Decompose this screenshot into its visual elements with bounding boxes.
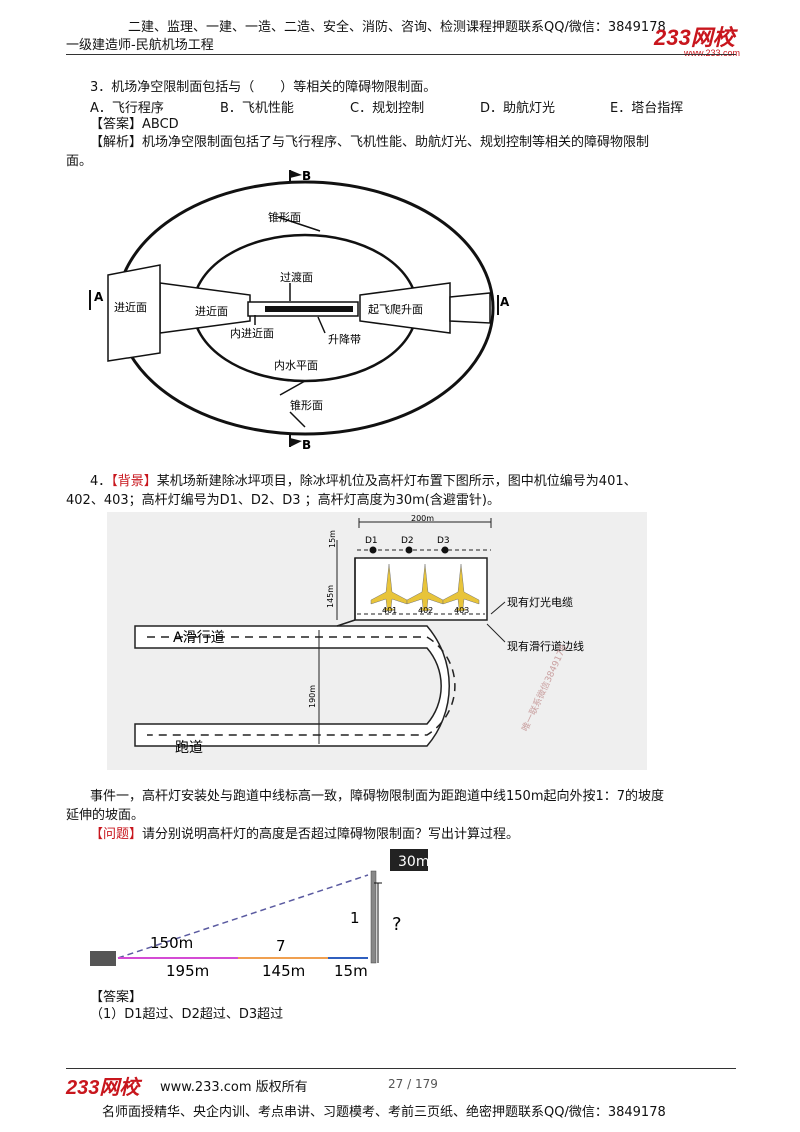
deicing-apron-diagram: 200m 15m 145m 190m D1 D2 D3 401 402 403 … bbox=[107, 512, 647, 770]
label-d1: D1 bbox=[365, 536, 378, 546]
label-inner-horizontal: 内水平面 bbox=[274, 358, 318, 372]
event-line1: 事件一，高杆灯安装处与跑道中线标高一致，障碍物限制面为距跑道中线150m起向外按… bbox=[90, 789, 665, 804]
label-b-top: B bbox=[302, 169, 311, 183]
label-approach-outer: 进近面 bbox=[114, 301, 147, 314]
label-145m: 145m bbox=[326, 585, 335, 608]
label-approach-inner: 进近面 bbox=[195, 305, 228, 318]
label-1: 1 bbox=[350, 909, 360, 927]
header-title: 二建、监理、一建、一造、二造、安全、消防、咨询、检测课程押题联系QQ/微信：38… bbox=[128, 20, 666, 35]
label-b-bottom: B bbox=[302, 438, 311, 452]
label-runway: 跑道 bbox=[175, 740, 203, 756]
label-403: 403 bbox=[454, 606, 469, 615]
q3-option-b: B．飞机性能 bbox=[220, 101, 294, 116]
label-7: 7 bbox=[276, 937, 286, 955]
label-question: ? bbox=[392, 914, 402, 935]
page-number: 27 / 179 bbox=[388, 1077, 438, 1091]
question-line: 【问题】请分别说明高杆灯的高度是否超过障碍物限制面？写出计算过程。 bbox=[90, 827, 520, 842]
q3-answer: 【答案】ABCD bbox=[90, 117, 179, 132]
answer-line1: （1）D1超过、D2超过、D3超过 bbox=[90, 1007, 284, 1022]
event-line2: 延伸的坡面。 bbox=[66, 808, 145, 823]
label-d3: D3 bbox=[437, 536, 450, 546]
slope-calc-diagram: 30m 150m 7 1 ? 195m 145m 15m bbox=[90, 849, 428, 980]
label-a-right: A bbox=[500, 295, 510, 309]
label-cone-bottom: 锥形面 bbox=[290, 399, 323, 412]
q4-background-line2: 402、403；高杆灯编号为D1、D2、D3 ；高杆灯高度为30m(含避雷针)。 bbox=[66, 493, 500, 508]
runway bbox=[265, 306, 353, 312]
label-150m: 150m bbox=[150, 934, 193, 952]
header-divider bbox=[66, 54, 736, 55]
slope-line bbox=[117, 874, 369, 959]
q3-option-c: C．规划控制 bbox=[350, 101, 425, 116]
label-strip: 升降带 bbox=[328, 332, 361, 346]
q4-background-line1: 4．【背景】某机场新建除冰坪项目，除冰坪机位及高杆灯布置下图所示，图中机位编号为… bbox=[90, 474, 637, 489]
label-d2: D2 bbox=[401, 536, 414, 546]
q3-option-e: E．塔台指挥 bbox=[610, 101, 684, 116]
label-402: 402 bbox=[418, 606, 433, 615]
label-cone-top: 锥形面 bbox=[268, 211, 301, 224]
label-a-left: A bbox=[94, 290, 104, 304]
label-145m-calc: 145m bbox=[262, 962, 305, 980]
label-taxiway: A滑行道 bbox=[173, 629, 225, 646]
obstacle-surface-diagram: B B A A 锥形面 过渡面 进近面 进近面 起飞爬升面 内进近面 升降带 内… bbox=[89, 169, 510, 452]
takeoff-box-right bbox=[449, 292, 491, 324]
label-light-cable: 现有灯光电缆 bbox=[507, 595, 573, 609]
label-inner-approach: 内进近面 bbox=[230, 326, 274, 340]
label-takeoff: 起飞爬升面 bbox=[368, 303, 423, 316]
footer-site: www.233.com 版权所有 bbox=[160, 1080, 308, 1095]
label-195m: 195m bbox=[166, 962, 209, 980]
label-200m: 200m bbox=[411, 514, 434, 523]
footer-divider bbox=[66, 1068, 736, 1069]
label-190m: 190m bbox=[308, 685, 317, 708]
label-30m: 30m bbox=[398, 854, 428, 870]
label-15m: 15m bbox=[328, 530, 337, 548]
answer-tag: 【答案】 bbox=[90, 990, 143, 1005]
q3-option-d: D．助航灯光 bbox=[480, 101, 556, 116]
q3-option-a: A．飞行程序 bbox=[90, 101, 164, 116]
label-15m-calc: 15m bbox=[334, 962, 368, 980]
footer-logo: 233网校 bbox=[66, 1077, 140, 1099]
header-subtitle: 一级建造师-民航机场工程 bbox=[66, 38, 214, 53]
label-401: 401 bbox=[382, 606, 397, 615]
label-taxiway-edge: 现有滑行道边线 bbox=[507, 639, 584, 653]
approach-box-left bbox=[107, 264, 161, 362]
label-transition: 过渡面 bbox=[280, 270, 313, 284]
q3-stem: 3．机场净空限制面包括与（ ）等相关的障碍物限制面。 bbox=[90, 80, 437, 95]
approach-funnel-right bbox=[359, 282, 451, 334]
footer-promo: 名师面授精华、央企内训、考点串讲、习题模考、考前三页纸、绝密押题联系QQ/微信：… bbox=[102, 1105, 666, 1120]
runway-block bbox=[90, 951, 116, 966]
light-pole bbox=[370, 870, 377, 964]
q3-analysis-cont: 面。 bbox=[66, 154, 93, 169]
q3-analysis: 【解析】机场净空限制面包括了与飞行程序、飞机性能、助航灯光、规划控制等相关的障碍… bbox=[90, 135, 650, 150]
